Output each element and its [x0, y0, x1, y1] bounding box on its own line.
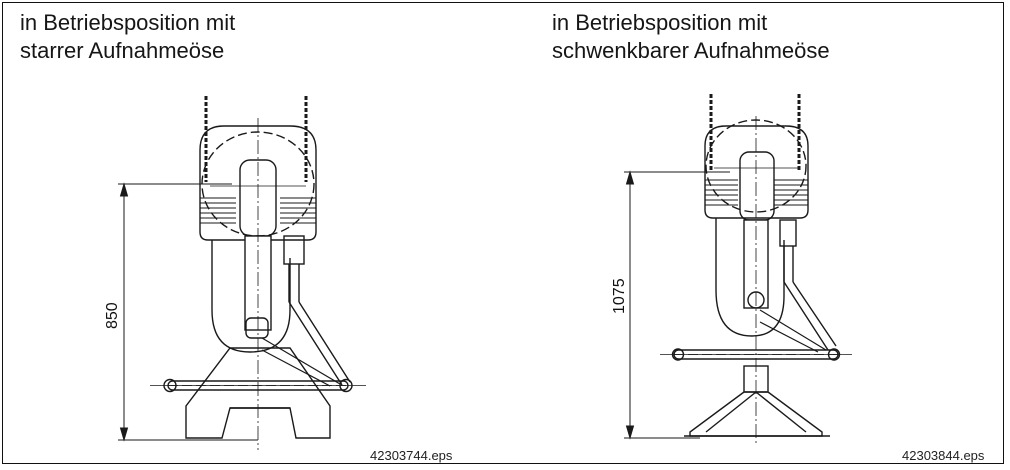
caption-right-line-2: schwenkbarer Aufnahmeöse — [552, 38, 830, 63]
shaft-guard — [715, 218, 785, 337]
figure-frame — [2, 2, 1004, 464]
caption-right: in Betriebsposition mit schwenkbarer Auf… — [552, 9, 830, 65]
height-dimension-left — [118, 182, 258, 442]
drive-housing — [704, 125, 809, 219]
caption-left-line-1: in Betriebsposition mit — [20, 10, 236, 35]
caption-left: in Betriebsposition mit starrer Aufnahme… — [20, 9, 235, 65]
caption-left-line-2: starrer Aufnahmeöse — [20, 38, 225, 63]
arm-clamp — [283, 235, 305, 265]
height-dimension-right — [624, 170, 730, 440]
drive-housing — [199, 125, 317, 241]
device-drawing-swivel-eye — [660, 94, 852, 446]
file-reference-right: 42303844.eps — [902, 448, 985, 463]
file-reference-left: 42303744.eps — [370, 448, 453, 463]
cooling-fins-right — [280, 197, 316, 224]
height-dimension-right-label: 1075 — [611, 278, 628, 314]
arm-clamp — [779, 219, 797, 247]
motor-cover — [739, 151, 775, 221]
cooling-fins-right — [774, 179, 808, 206]
cooling-fins-left — [200, 197, 236, 224]
height-dimension-left-label: 850 — [104, 302, 121, 329]
support-arm — [288, 301, 351, 386]
cooling-fins-left — [705, 179, 738, 206]
support-arm — [783, 281, 837, 351]
shaft-guard — [211, 240, 291, 353]
caption-right-line-1: in Betriebsposition mit — [552, 10, 768, 35]
shaft-coupling — [245, 317, 269, 339]
device-drawing-rigid-eye — [150, 96, 366, 450]
